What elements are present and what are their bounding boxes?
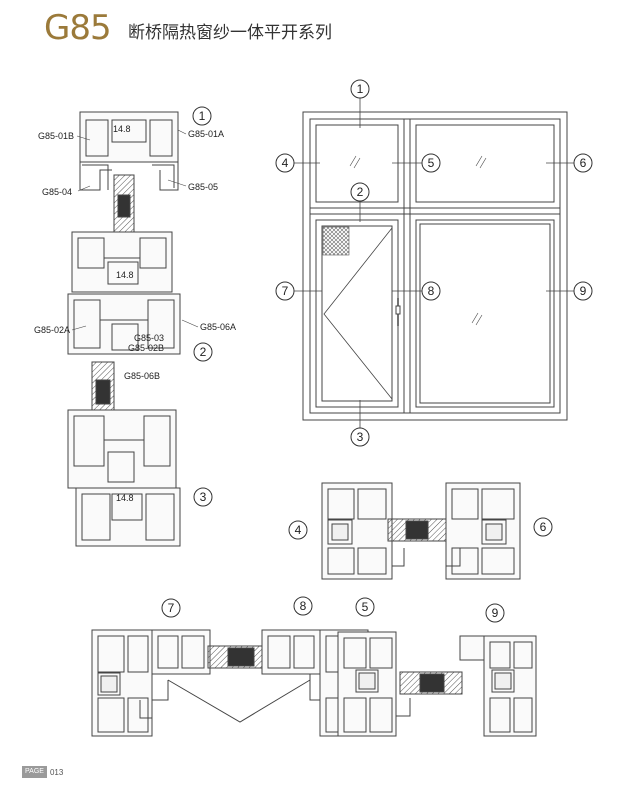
callout-5: 5 xyxy=(421,153,441,173)
svg-text:6: 6 xyxy=(580,156,587,170)
svg-text:6: 6 xyxy=(540,520,547,534)
callout-8: 8 xyxy=(421,281,441,301)
svg-text:7: 7 xyxy=(168,601,175,615)
svg-text:1: 1 xyxy=(199,109,206,123)
label-g85-02a: G85-02A xyxy=(34,325,70,335)
label-g85-03: G85-03 xyxy=(134,333,164,343)
svg-text:2: 2 xyxy=(200,345,207,359)
callout-2: 2 xyxy=(350,182,370,202)
label-g85-04: G85-04 xyxy=(42,187,72,197)
svg-text:5: 5 xyxy=(362,600,369,614)
callout-4-section: 4 xyxy=(288,520,308,540)
label-g85-06a: G85-06A xyxy=(200,322,236,332)
callout-3: 3 xyxy=(350,427,370,447)
section-lines xyxy=(294,98,574,428)
label-g85-02b: G85-02B xyxy=(128,343,164,353)
window-elevation xyxy=(302,111,568,421)
svg-text:4: 4 xyxy=(282,156,289,170)
callout-7: 7 xyxy=(275,281,295,301)
label-g85-06b: G85-06B xyxy=(124,371,160,381)
callout-6-section: 6 xyxy=(533,517,553,537)
callout-6: 6 xyxy=(573,153,593,173)
profile-labels: G85-01B 14.8 G85-01A G85-04 G85-05 14.8 … xyxy=(34,124,236,503)
svg-text:7: 7 xyxy=(282,284,289,298)
horizontal-section-4-6 xyxy=(321,482,521,580)
horizontal-section-7-8 xyxy=(91,629,369,737)
callout-3-left: 3 xyxy=(193,487,213,507)
dim-label-top: 14.8 xyxy=(113,124,131,134)
svg-text:8: 8 xyxy=(428,284,435,298)
svg-text:9: 9 xyxy=(492,606,499,620)
callout-1-left: 1 xyxy=(192,106,212,126)
svg-text:4: 4 xyxy=(295,523,302,537)
series-title: 断桥隔热窗纱一体平开系列 xyxy=(128,23,332,43)
svg-text:8: 8 xyxy=(300,599,307,613)
callout-9-section: 9 xyxy=(485,603,505,623)
callout-8-section: 8 xyxy=(293,596,313,616)
svg-text:5: 5 xyxy=(428,156,435,170)
svg-text:3: 3 xyxy=(200,490,207,504)
svg-text:1: 1 xyxy=(357,82,364,96)
callout-5-section: 5 xyxy=(355,597,375,617)
horizontal-section-5-9 xyxy=(337,631,537,737)
callout-9: 9 xyxy=(573,281,593,301)
label-g85-05: G85-05 xyxy=(188,182,218,192)
callout-2-left: 2 xyxy=(193,342,213,362)
page-footer: PAGE 013 xyxy=(22,766,63,778)
callout-7-section: 7 xyxy=(161,598,181,618)
svg-text:9: 9 xyxy=(580,284,587,298)
page-label: PAGE xyxy=(22,766,47,778)
page-number: 013 xyxy=(49,767,64,777)
label-g85-01b: G85-01B xyxy=(38,131,74,141)
callout-4: 4 xyxy=(275,153,295,173)
vertical-section xyxy=(67,111,181,547)
dim-label-middle: 14.8 xyxy=(116,270,134,280)
dim-label-bottom: 14.8 xyxy=(116,493,134,503)
svg-text:3: 3 xyxy=(357,430,364,444)
label-g85-01a: G85-01A xyxy=(188,129,224,139)
callout-1: 1 xyxy=(350,79,370,99)
svg-text:2: 2 xyxy=(357,185,364,199)
model-title: G85 xyxy=(44,8,112,48)
